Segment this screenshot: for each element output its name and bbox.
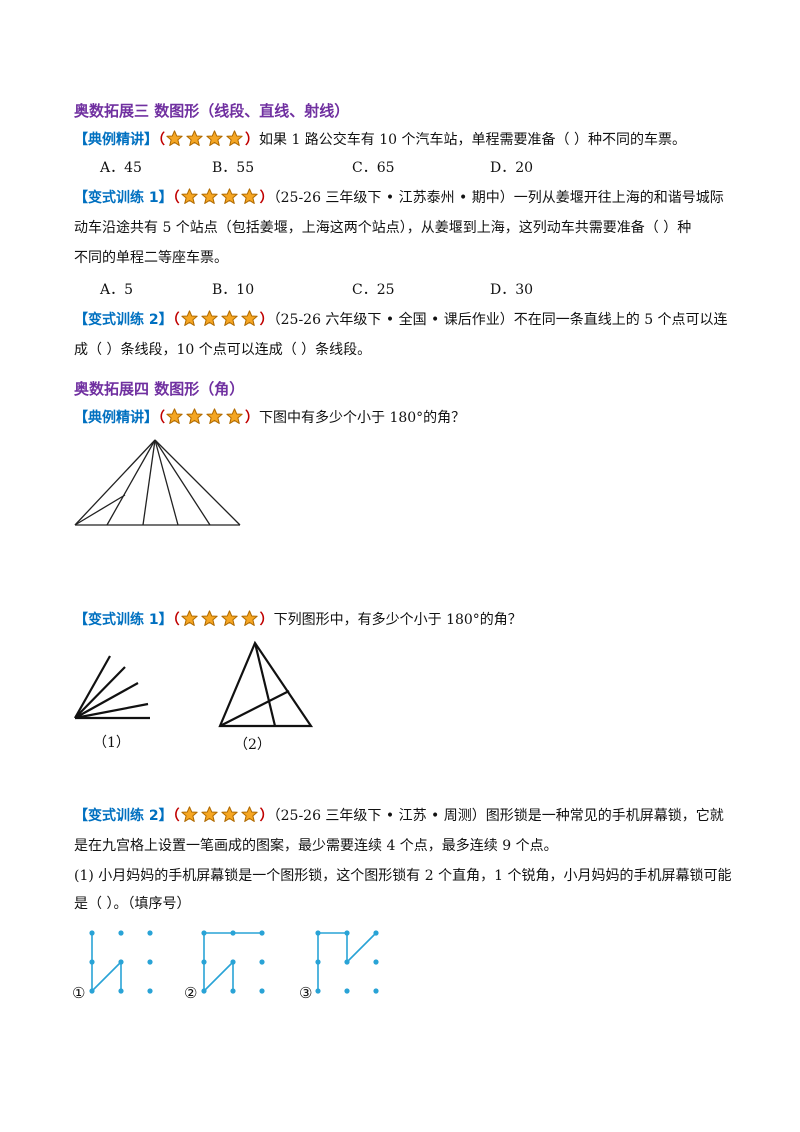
sec3-variant1-line1: 【变式训练 1】（）（25-26 三年级下 • 江苏泰州 • 期中）一列从姜堰开… <box>74 188 724 211</box>
section-4-heading: 奥数拓展四 数图形（角） <box>74 380 245 398</box>
sec3-variant2-line1: 【变式训练 2】（）（25-26 六年级下 • 全国 • 课后作业）不在同一条直… <box>74 310 728 333</box>
sec3-variant1-line3: 不同的单程二等座车票。 <box>74 250 228 266</box>
variant-tag: 【变式训练 1】 <box>74 190 173 206</box>
sec3-variant1-options: A．5 B．10 C．25 D．30 <box>100 280 660 300</box>
sec4-variant2-line4: 是（ ）。（填序号） <box>74 896 191 912</box>
question-text: 如果 1 路公交车有 10 个汽车站，单程需要准备（ ）种不同的车票。 <box>259 132 686 148</box>
sec3-variant1-line2: 动车沿途共有 5 个站点（包括姜堰，上海这两个站点），从姜堰到上海，这列动车共需… <box>74 220 692 236</box>
option-a: A．45 <box>100 160 142 176</box>
variant-tag: 【变式训练 2】 <box>74 312 173 328</box>
option-d: D．30 <box>490 282 534 298</box>
sec4-variant2-line1: 【变式训练 2】（）（25-26 三年级下 • 江苏 • 周测）图形锁是一种常见… <box>74 806 724 829</box>
option-label-1: ① <box>72 984 86 1002</box>
option-label-2: ② <box>184 984 198 1002</box>
option-b: B．55 <box>212 160 255 176</box>
option-c: C．25 <box>352 282 395 298</box>
sec4-variant2-line3: (1) 小月妈妈的手机屏幕锁是一个图形锁，这个图形锁有 2 个直角，1 个锐角，… <box>74 868 732 884</box>
variant-tag: 【变式训练 2】 <box>74 808 173 824</box>
option-c: C．65 <box>352 160 395 176</box>
sec3-variant2-line2: 成（ ）条线段，10 个点可以连成（ ）条线段。 <box>74 342 372 358</box>
sec4-example-question: 【典例精讲】（）下图中有多少个小于 180°的角？ <box>74 408 465 431</box>
section-3-heading: 奥数拓展三 数图形（线段、直线、射线） <box>74 102 350 120</box>
example-tag: 【典例精讲】 <box>74 410 158 426</box>
option-a: A．5 <box>100 282 134 298</box>
sec3-example-options: A．45 B．55 C．65 D．20 <box>100 158 660 178</box>
figure-label-1: （1） <box>93 735 130 751</box>
sec4-variant2-line2: 是在九宫格上设置一笔画成的图案，最少需要连续 4 个点，最多连续 9 个点。 <box>74 838 558 854</box>
option-d: D．20 <box>490 160 534 176</box>
sec4-variant1-question: 【变式训练 1】（）下列图形中，有多少个小于 180°的角？ <box>74 610 522 633</box>
variant-tag: 【变式训练 1】 <box>74 612 173 628</box>
sec3-example-question: 【典例精讲】（）如果 1 路公交车有 10 个汽车站，单程需要准备（ ）种不同的… <box>74 130 686 153</box>
option-b: B．10 <box>212 282 255 298</box>
option-label-3: ③ <box>299 984 313 1002</box>
example-tag: 【典例精讲】 <box>74 132 158 148</box>
figure-label-2: （2） <box>234 737 271 753</box>
